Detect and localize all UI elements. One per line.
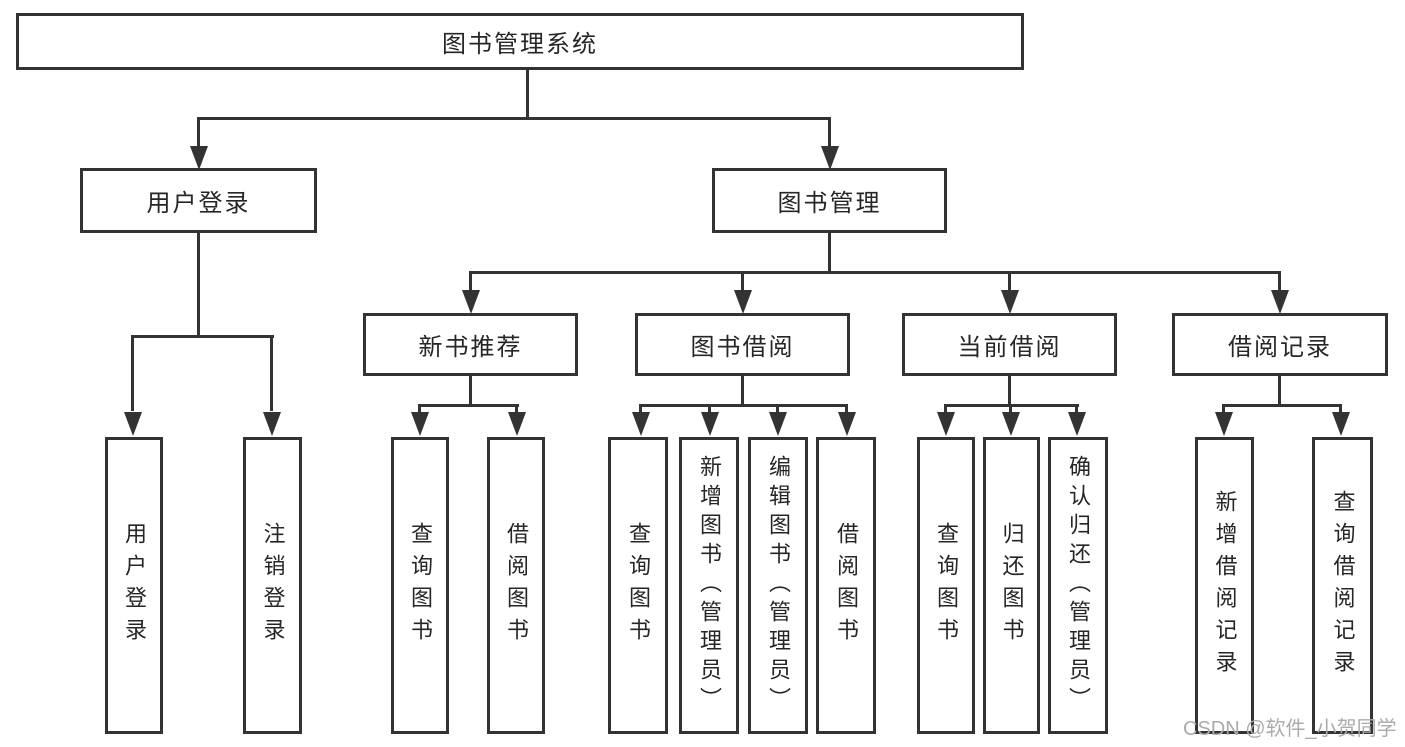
node-borrow-records: 借阅记录	[1172, 313, 1388, 376]
connector-line	[526, 67, 529, 119]
connector-line	[469, 271, 1281, 274]
arrow-down-icon	[462, 290, 480, 314]
arrow-down-icon	[838, 412, 856, 436]
leaf-query-books-borrow: 查询图书	[608, 437, 668, 734]
connector-line	[741, 273, 744, 291]
arrow-down-icon	[1215, 412, 1233, 436]
arrow-down-icon	[769, 412, 787, 436]
arrow-down-icon	[190, 146, 208, 170]
connector-line	[131, 337, 134, 411]
connector-line	[828, 119, 831, 150]
connector-line	[828, 231, 831, 273]
connector-line	[1278, 374, 1281, 406]
connector-line	[418, 404, 519, 407]
leaf-return-books: 归还图书	[983, 437, 1040, 734]
connector-line	[469, 273, 472, 291]
arrow-down-icon	[821, 146, 839, 170]
arrow-down-icon	[937, 412, 955, 436]
connector-line	[1222, 404, 1342, 407]
node-book-management: 图书管理	[712, 168, 947, 233]
connector-line	[944, 406, 947, 413]
arrow-down-icon	[1271, 290, 1289, 314]
leaf-borrow-books: 借阅图书	[816, 437, 876, 734]
connector-line	[845, 406, 848, 413]
connector-line	[197, 117, 831, 120]
node-user-login: 用户登录	[80, 168, 317, 233]
connector-line	[639, 406, 642, 413]
connector-line	[741, 374, 744, 406]
connector-line	[1009, 406, 1012, 413]
arrow-down-icon	[124, 412, 142, 436]
connector-line	[1008, 273, 1011, 291]
node-book-borrow: 图书借阅	[635, 313, 850, 376]
leaf-query-books-recommend: 查询图书	[391, 437, 449, 734]
connector-line	[131, 335, 274, 338]
arrow-down-icon	[1068, 412, 1086, 436]
arrow-down-icon	[632, 412, 650, 436]
leaf-user-login: 用户登录	[105, 437, 163, 734]
connector-line	[944, 404, 1079, 407]
leaf-query-books-current: 查询图书	[917, 437, 975, 734]
connector-line	[197, 119, 200, 150]
leaf-add-borrow-record: 新增借阅记录	[1195, 437, 1254, 734]
arrow-down-icon	[1002, 412, 1020, 436]
leaf-add-books-admin: 新增图书（管理员）	[679, 437, 739, 734]
connector-line	[197, 230, 200, 337]
connector-line	[1075, 406, 1078, 413]
connector-line	[1278, 273, 1281, 291]
connector-line	[270, 337, 273, 411]
node-library-management-system: 图书管理系统	[16, 13, 1024, 70]
connector-line	[1222, 406, 1225, 413]
leaf-logout: 注销登录	[243, 437, 302, 734]
arrow-down-icon	[701, 412, 719, 436]
leaf-confirm-return-admin: 确认归还（管理员）	[1048, 437, 1108, 734]
connector-line	[418, 406, 421, 413]
connector-line	[708, 406, 711, 413]
arrow-down-icon	[1332, 412, 1350, 436]
arrow-down-icon	[411, 412, 429, 436]
connector-line	[1339, 406, 1342, 413]
node-current-borrow: 当前借阅	[902, 313, 1117, 376]
arrow-down-icon	[734, 290, 752, 314]
node-new-book-recommend: 新书推荐	[363, 313, 578, 376]
arrow-down-icon	[263, 412, 281, 436]
leaf-borrow-books-recommend: 借阅图书	[487, 437, 545, 734]
connector-line	[469, 374, 472, 406]
arrow-down-icon	[1001, 290, 1019, 314]
csdn-watermark: CSDN @软件_小贺同学	[1183, 718, 1397, 740]
connector-line	[1008, 374, 1011, 406]
connector-line	[515, 406, 518, 413]
connector-line	[776, 406, 779, 413]
arrow-down-icon	[508, 412, 526, 436]
leaf-query-borrow-record: 查询借阅记录	[1312, 437, 1373, 734]
connector-line	[639, 404, 848, 407]
leaf-edit-books-admin: 编辑图书（管理员）	[748, 437, 808, 734]
